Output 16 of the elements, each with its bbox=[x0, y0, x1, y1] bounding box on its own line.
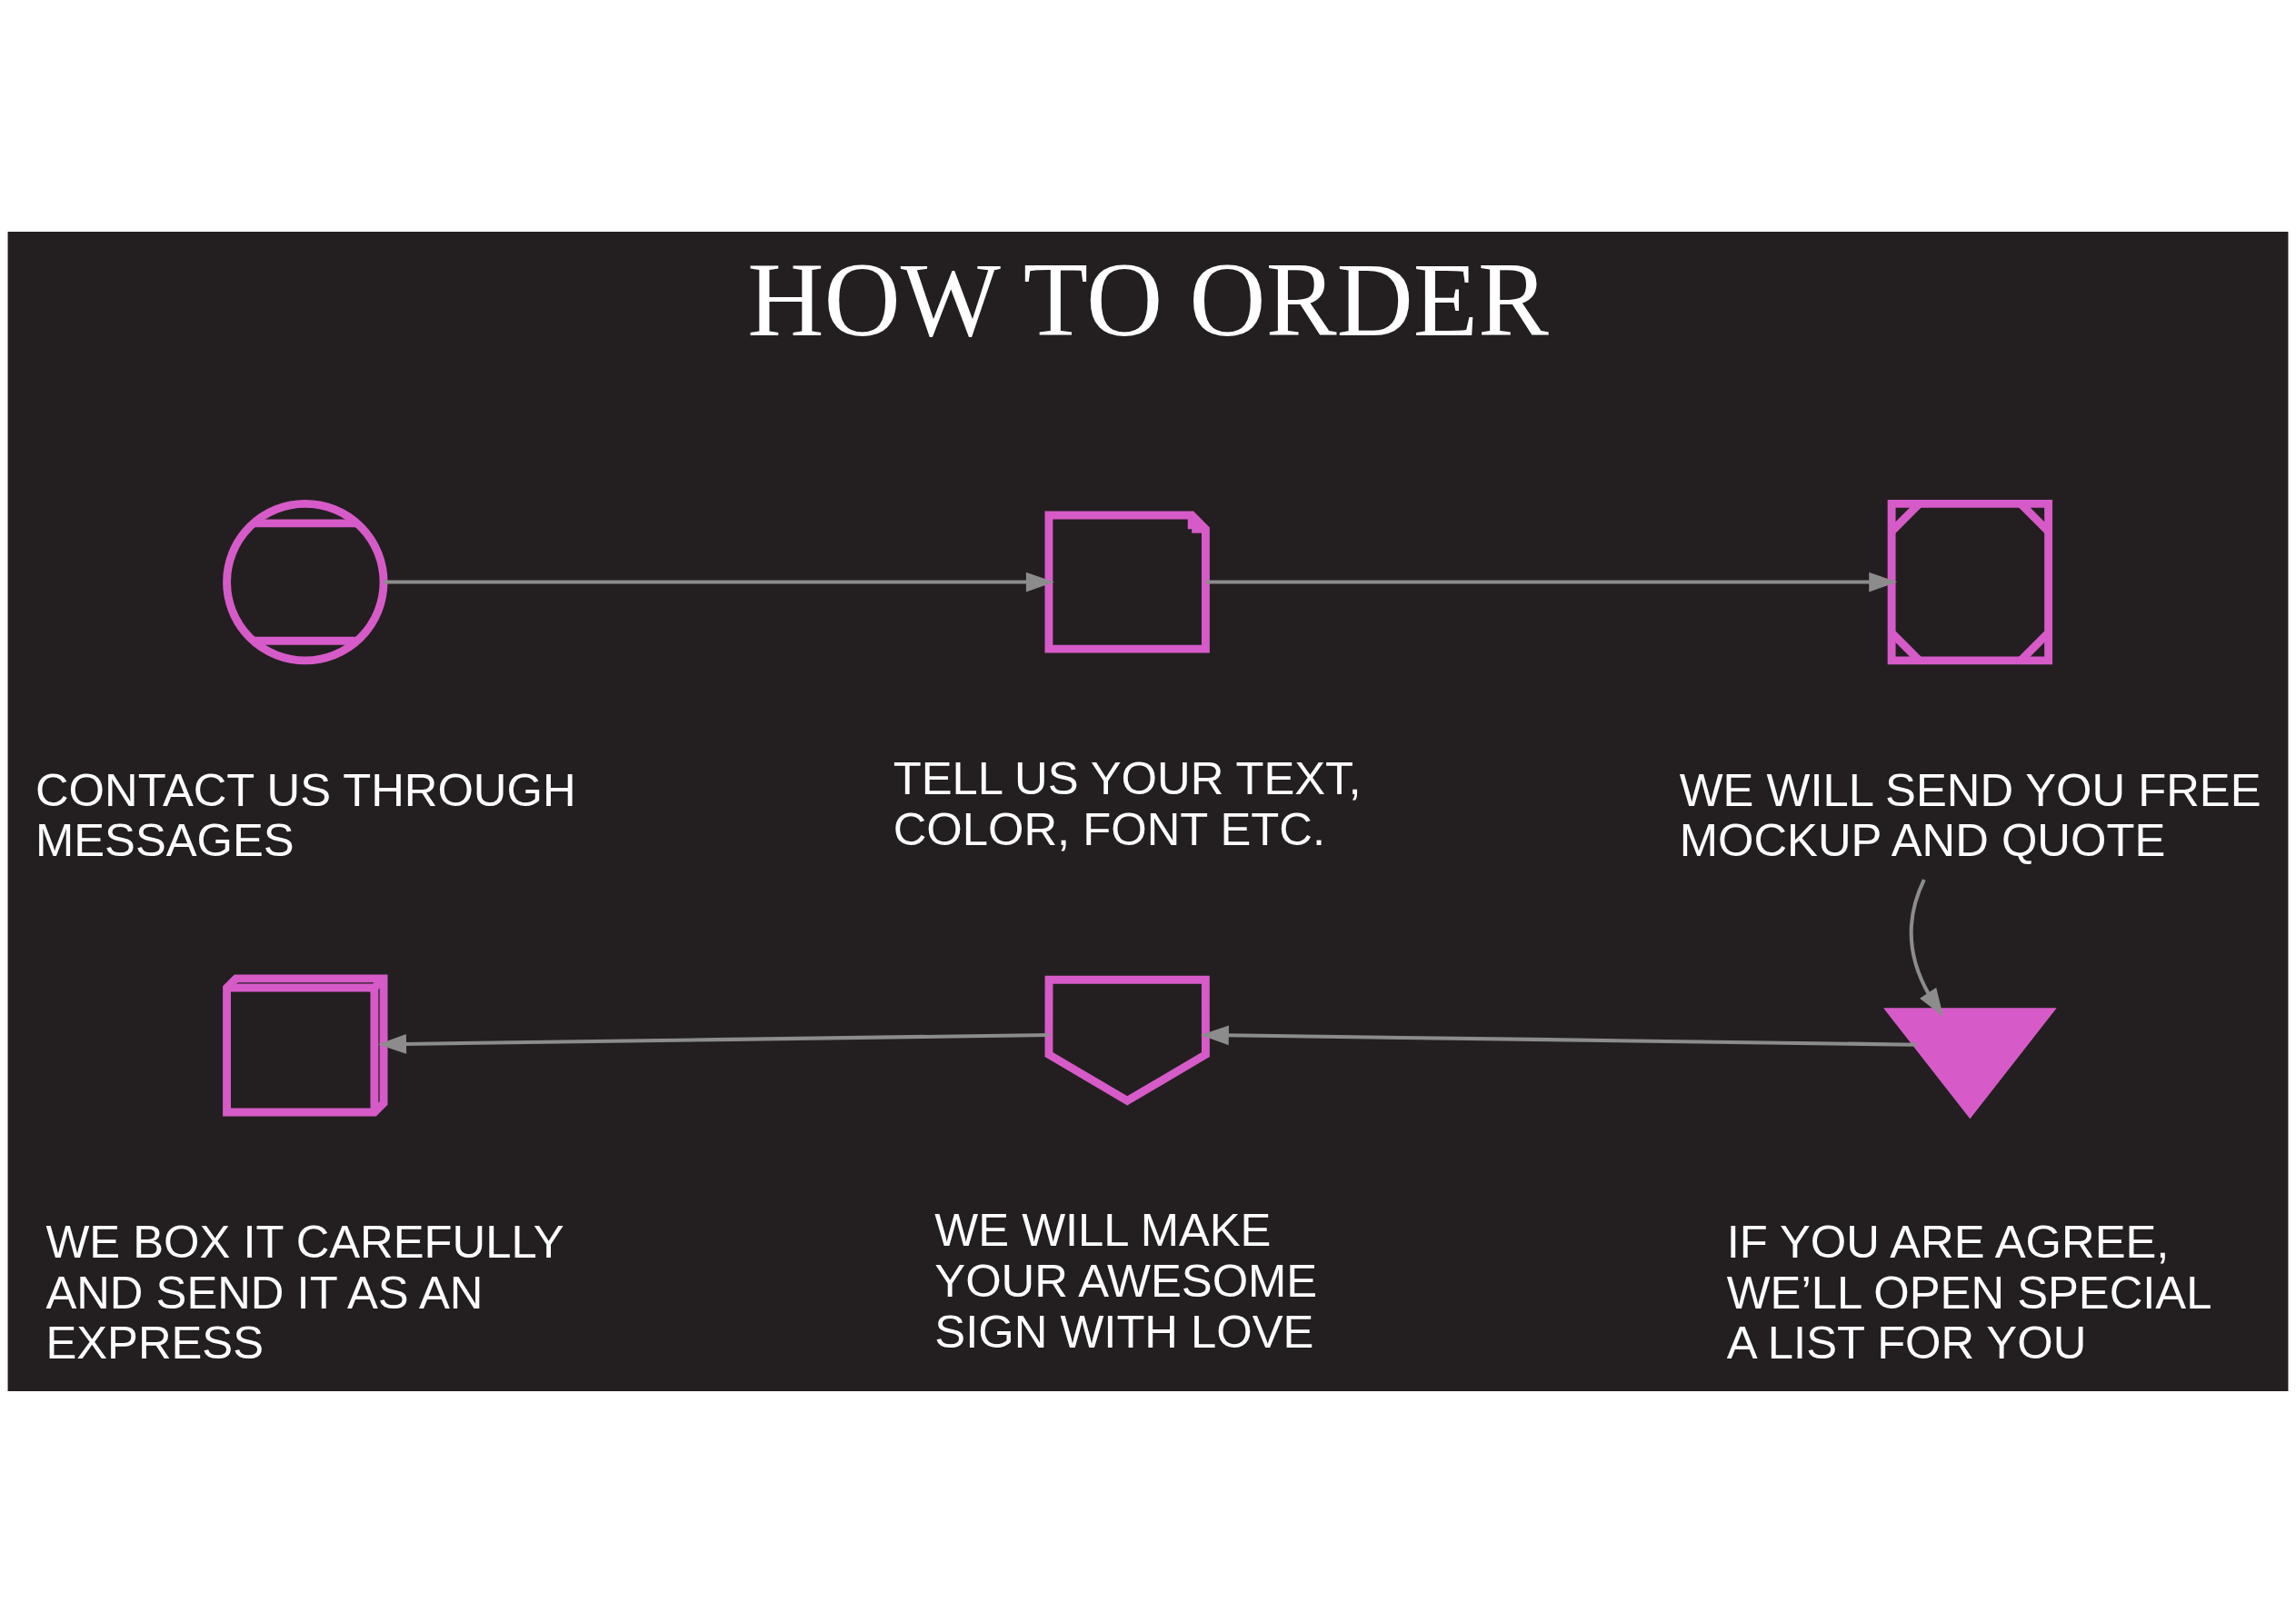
diagram-title: HOW TO ORDER bbox=[747, 240, 1549, 358]
node-picture bbox=[1044, 975, 1210, 1106]
node-text: WE WILL SEND YOU FREE MOCKUP AND QUOTE bbox=[1679, 763, 2261, 866]
node-picture bbox=[1883, 1007, 2057, 1119]
node-text: TELL US YOUR TEXT, COLOR, FONT ETC. bbox=[893, 751, 1362, 855]
arrow bbox=[1909, 878, 1943, 1017]
node-text: WE BOX IT CAREFULLY AND SEND IT AS AN EXPRESS bbox=[45, 1215, 564, 1368]
arrow bbox=[1200, 1024, 1917, 1047]
arrow bbox=[1206, 572, 1898, 592]
node-text: CONTACT US THROUGH MESSAGES bbox=[35, 763, 576, 866]
arrow bbox=[378, 1032, 1049, 1054]
node-text: WE WILL MAKE YOUR AWESOME SIGN WITH LOVE bbox=[934, 1203, 1318, 1358]
node-picture bbox=[1044, 511, 1210, 653]
node-text: IF YOU ARE AGREE, WE’LL OPEN SPECIAL A LIST FOR YOU bbox=[1726, 1215, 2212, 1368]
node-picture bbox=[223, 499, 388, 664]
arrow bbox=[384, 572, 1054, 592]
